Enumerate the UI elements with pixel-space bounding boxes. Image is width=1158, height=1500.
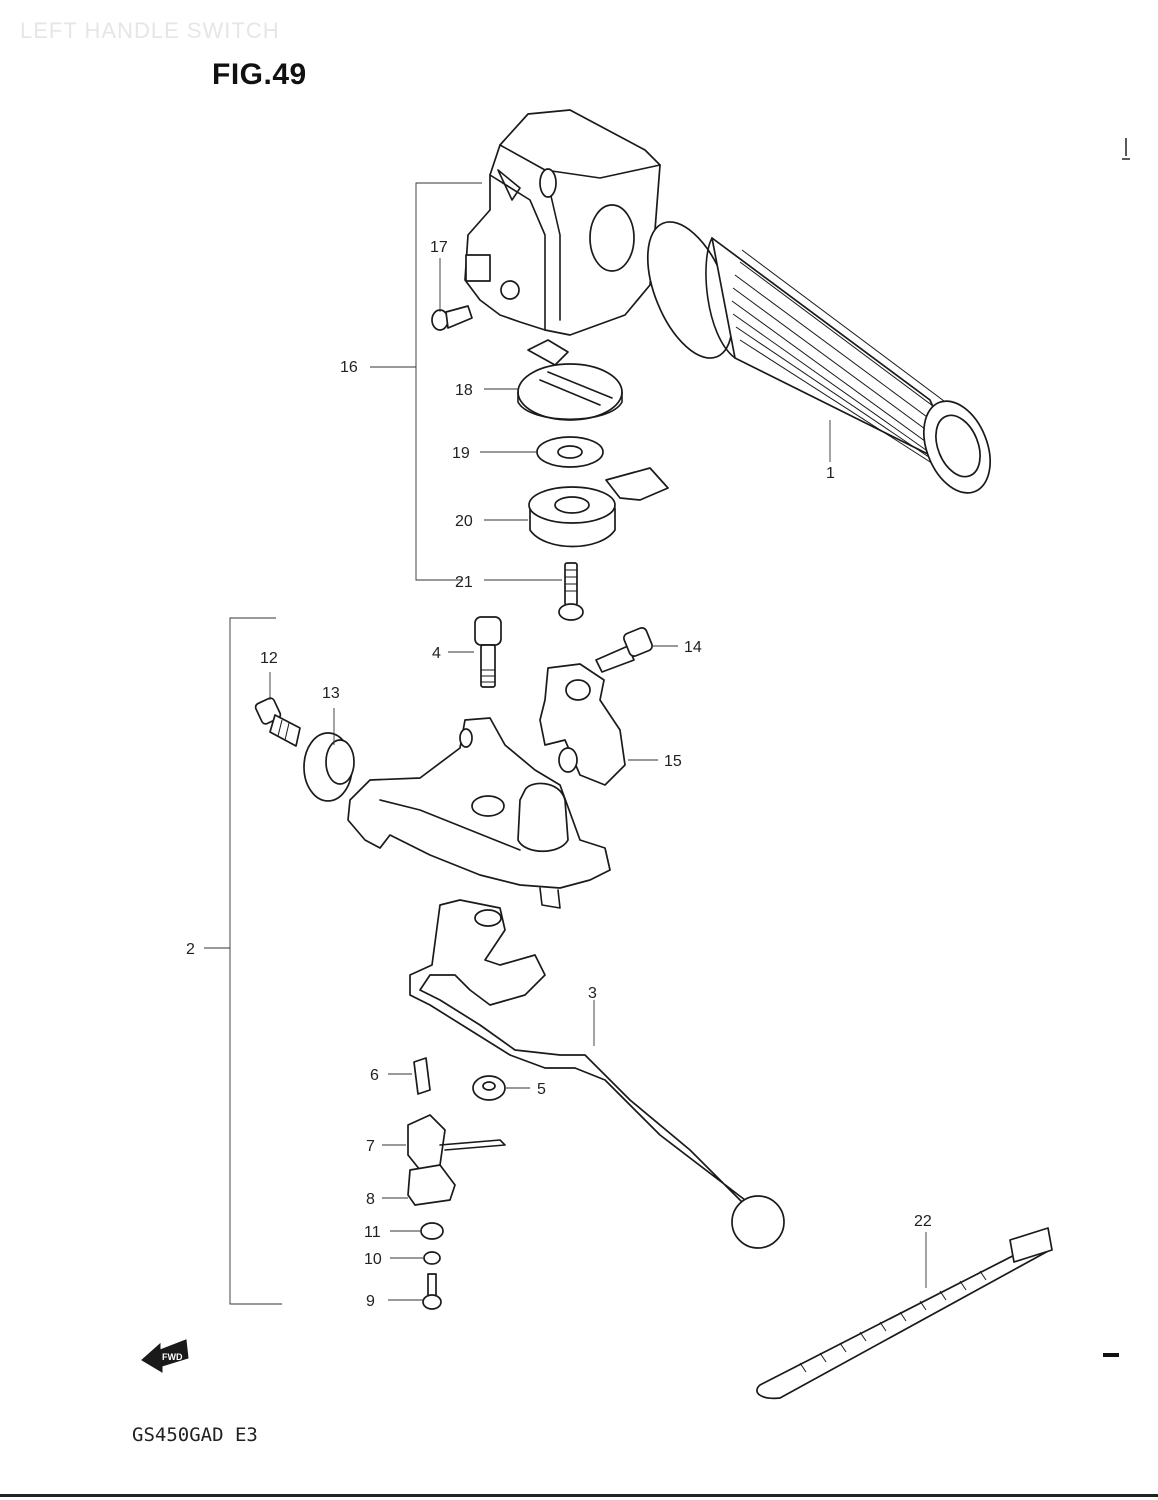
nut-5 bbox=[472, 1075, 530, 1101]
callout-3: 3 bbox=[588, 985, 597, 1002]
lever-bracket bbox=[347, 717, 611, 909]
switch-body-20 bbox=[484, 467, 669, 548]
callout-labels: 1 2 3 4 5 6 7 8 9 10 11 12 13 14 15 16 1… bbox=[186, 239, 932, 1310]
callout-22: 22 bbox=[914, 1213, 932, 1230]
switch-disc-18 bbox=[484, 339, 623, 421]
callout-1: 1 bbox=[826, 465, 835, 482]
bracket-group-16 bbox=[370, 182, 482, 581]
switch-plate-7 bbox=[382, 1114, 506, 1171]
screw-21 bbox=[484, 562, 584, 621]
callout-14: 14 bbox=[684, 639, 702, 656]
locknut-13 bbox=[303, 708, 355, 802]
callout-15: 15 bbox=[664, 753, 682, 770]
ghost-section-title: LEFT HANDLE SWITCH bbox=[20, 18, 280, 43]
callout-19: 19 bbox=[452, 445, 470, 462]
callout-4: 4 bbox=[432, 645, 441, 662]
adjuster-screw-12 bbox=[254, 672, 301, 747]
screw-17 bbox=[431, 258, 473, 331]
callout-13: 13 bbox=[322, 685, 340, 702]
page-bottom-rule bbox=[0, 1494, 1158, 1497]
forward-arrow-icon: FWD bbox=[141, 1339, 189, 1373]
washer-19 bbox=[480, 436, 604, 468]
callout-18: 18 bbox=[455, 382, 473, 399]
clutch-lever-3 bbox=[409, 899, 785, 1249]
cable-tie-22 bbox=[756, 1227, 1053, 1400]
callout-2: 2 bbox=[186, 941, 195, 958]
clamp-15 bbox=[539, 663, 658, 786]
callout-10: 10 bbox=[364, 1251, 382, 1268]
margin-dash bbox=[1103, 1353, 1119, 1357]
cable-pin-6 bbox=[388, 1057, 431, 1095]
callout-9: 9 bbox=[366, 1293, 375, 1310]
screw-9 bbox=[388, 1273, 442, 1310]
pivot-bolt-4 bbox=[448, 616, 502, 688]
callout-5: 5 bbox=[537, 1081, 546, 1098]
switch-housing bbox=[464, 109, 669, 336]
callout-11: 11 bbox=[364, 1224, 381, 1241]
callout-17: 17 bbox=[430, 239, 448, 256]
callout-6: 6 bbox=[370, 1067, 379, 1084]
callout-7: 7 bbox=[366, 1138, 375, 1155]
model-code: GS450GAD E3 bbox=[132, 1424, 258, 1446]
callout-20: 20 bbox=[455, 513, 473, 530]
callout-16: 16 bbox=[340, 359, 358, 376]
fwd-label: FWD bbox=[162, 1352, 183, 1362]
washer-10 bbox=[390, 1251, 441, 1265]
callout-12: 12 bbox=[260, 650, 278, 667]
bracket-group-2 bbox=[204, 617, 282, 1305]
figure-title: FIG.49 bbox=[212, 58, 307, 91]
bolt-14 bbox=[595, 627, 678, 673]
switch-plate-8 bbox=[382, 1164, 456, 1206]
callout-8: 8 bbox=[366, 1191, 375, 1208]
washer-11 bbox=[390, 1222, 444, 1240]
callout-21: 21 bbox=[455, 574, 473, 591]
handle-grip bbox=[646, 221, 991, 494]
